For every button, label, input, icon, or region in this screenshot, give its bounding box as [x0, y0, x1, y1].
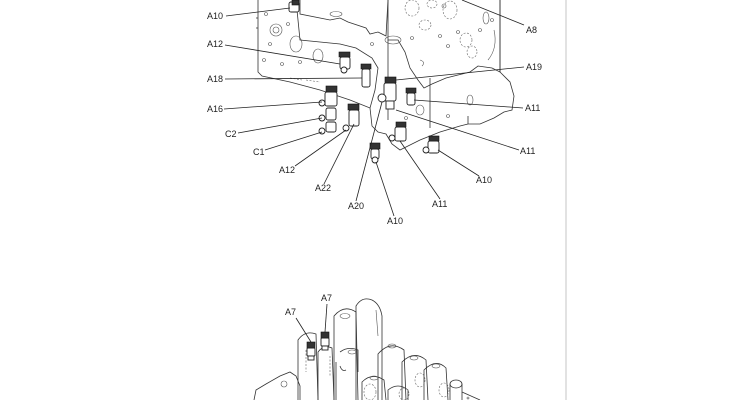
callout-a7-right: A7: [321, 293, 332, 303]
callout-a11-mid: A11: [520, 146, 535, 156]
callout-a11-bottom: A11: [432, 199, 447, 209]
callout-a10-top: A10: [207, 11, 223, 21]
upper-valve-block: [256, 0, 515, 151]
callout-c2: C2: [225, 129, 237, 139]
callout-a16: A16: [207, 104, 223, 114]
callout-a12-bottom: A12: [279, 165, 295, 175]
fitting-a16-c2-c1: [318, 85, 338, 135]
callouts-lower: A7 A7: [285, 293, 332, 317]
fittings-lower: [306, 331, 330, 361]
fittings-upper: [288, 0, 440, 164]
leader-lines-lower: [295, 303, 328, 343]
fitting-a10-top: [288, 0, 300, 13]
fitting-a19: [377, 76, 397, 110]
callout-a20: A20: [348, 201, 364, 211]
fitting-a7-left: [306, 341, 316, 361]
fitting-a7-right: [320, 331, 330, 351]
fitting-a22: [342, 103, 360, 132]
fitting-a10-bottom: [369, 142, 381, 164]
callout-a19: A19: [526, 62, 542, 72]
callout-a18: A18: [207, 74, 223, 84]
callout-a10-bottom: A10: [387, 216, 403, 226]
callout-a11-top: A11: [525, 103, 540, 113]
callout-a7-left: A7: [285, 307, 296, 317]
leader-lines-upper: [223, 0, 525, 217]
fitting-a18: [360, 63, 372, 88]
callout-a22: A22: [315, 183, 331, 193]
lower-valve-block: [253, 298, 481, 400]
fitting-a12-top: [338, 51, 351, 74]
callout-a10-right: A10: [476, 175, 492, 185]
callout-c1: C1: [253, 147, 265, 157]
callout-a12-top: A12: [207, 39, 223, 49]
callouts-upper: A10 A12 A18 A16 C2 C1 A12 A22 A20 A10 A1…: [207, 11, 542, 226]
callout-a8: A8: [526, 25, 537, 35]
fitting-a11-top: [405, 87, 417, 106]
fitting-a10-right: [422, 135, 440, 154]
fitting-a11-lower: [388, 121, 407, 142]
